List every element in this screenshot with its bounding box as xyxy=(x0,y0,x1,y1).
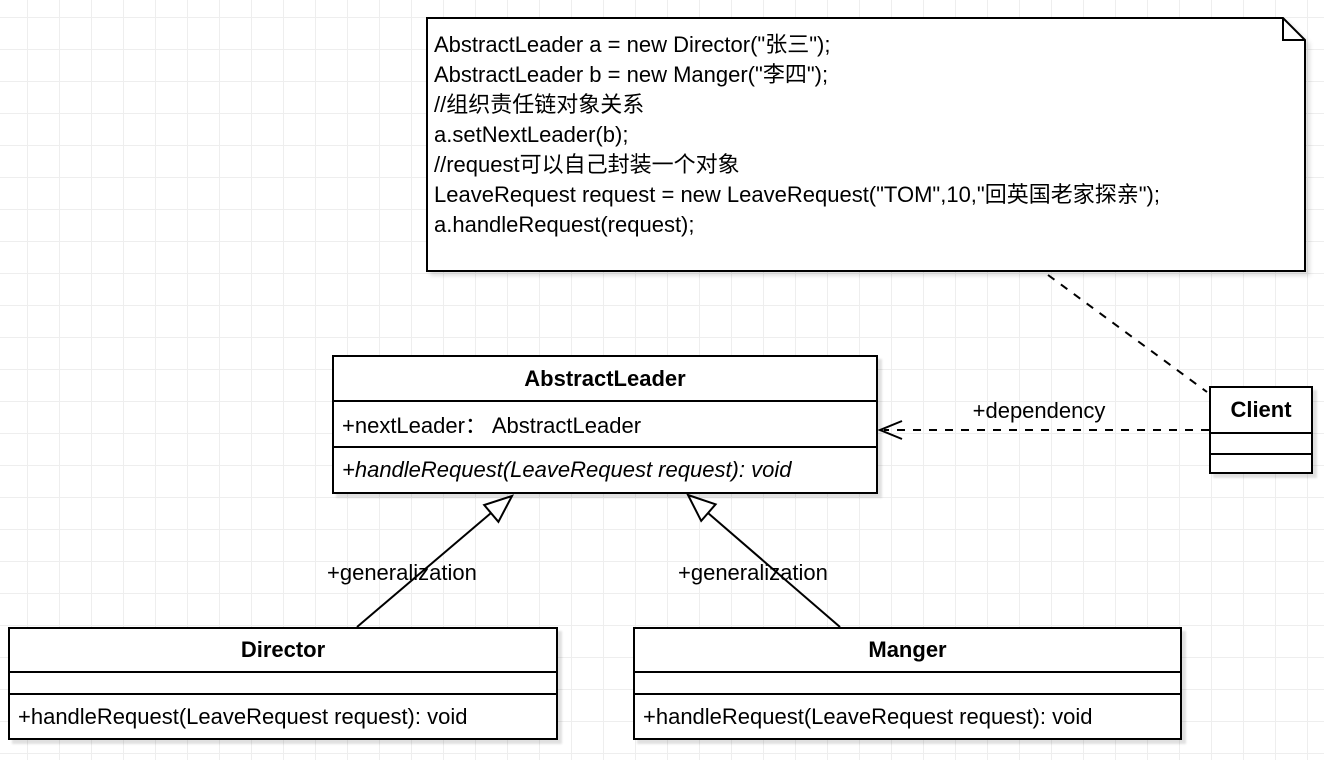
generalization-right-line xyxy=(707,512,841,628)
class-title: Manger xyxy=(635,629,1180,673)
open-arrowhead-icon xyxy=(877,420,903,440)
class-title: Client xyxy=(1211,388,1311,434)
note-fold-icon xyxy=(1282,18,1305,41)
note-line: a.handleRequest(request); xyxy=(434,212,695,237)
dependency-edge[interactable] xyxy=(877,420,1209,440)
generalization-left-line xyxy=(356,512,492,628)
class-client[interactable]: Client xyxy=(1209,386,1313,474)
class-director[interactable]: Director +handleRequest(LeaveRequest req… xyxy=(8,627,558,740)
class-manger[interactable]: Manger +handleRequest(LeaveRequest reque… xyxy=(633,627,1182,740)
note-outline xyxy=(426,17,1306,272)
note-shape[interactable] xyxy=(426,17,1306,272)
class-abstractleader[interactable]: AbstractLeader +nextLeader： AbstractLead… xyxy=(332,355,878,494)
class-method: +handleRequest(LeaveRequest request): vo… xyxy=(643,703,1093,729)
note-client-connector[interactable] xyxy=(1047,274,1208,393)
hollow-triangle-arrowhead-icon xyxy=(685,493,718,523)
class-method-empty xyxy=(1211,455,1311,472)
class-attribute-empty xyxy=(1211,434,1311,455)
note-line: //request可以自己封装一个对象 xyxy=(434,152,740,177)
class-method: +handleRequest(LeaveRequest request): vo… xyxy=(18,703,468,729)
class-title: AbstractLeader xyxy=(334,357,876,402)
note-line: LeaveRequest request = new LeaveRequest(… xyxy=(434,182,1160,207)
note-line: a.setNextLeader(b); xyxy=(434,122,629,147)
note-line: AbstractLeader b = new Manger("李四"); xyxy=(434,62,829,87)
class-method: +handleRequest(LeaveRequest request): vo… xyxy=(342,457,792,482)
note-code[interactable]: AbstractLeader a = new Director("张三"); A… xyxy=(427,17,1305,272)
class-attribute-empty xyxy=(635,673,1180,695)
generalization-right-edge[interactable] xyxy=(685,493,841,628)
note-line: //组织责任链对象关系 xyxy=(434,92,645,117)
class-title: Director xyxy=(10,629,556,673)
generalization-left-edge[interactable] xyxy=(356,494,515,628)
hollow-triangle-arrowhead-icon xyxy=(482,494,515,524)
class-attribute: +nextLeader： AbstractLeader xyxy=(334,402,876,448)
note-line: AbstractLeader a = new Director("张三"); xyxy=(434,32,831,57)
dependency-label: +dependency xyxy=(972,398,1106,423)
class-attribute-empty xyxy=(10,673,556,695)
generalization-right-label: +generalization xyxy=(678,560,828,585)
generalization-left-label: +generalization xyxy=(327,560,477,585)
